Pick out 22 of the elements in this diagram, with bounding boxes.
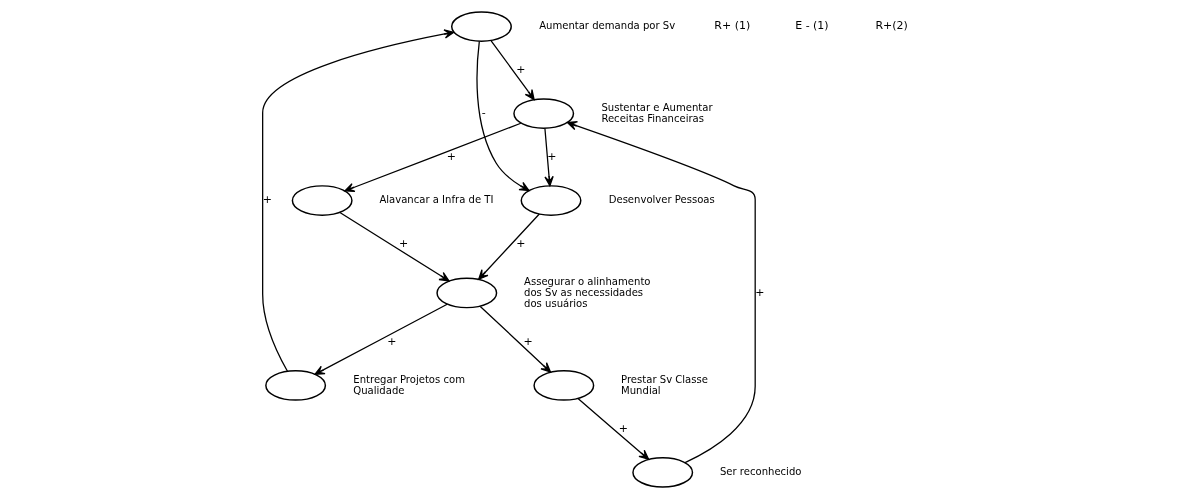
edge-label: + (516, 62, 526, 76)
node-label: Ser reconhecido (719, 465, 802, 477)
node-label: Assegurar o alinhamento dos Sv as necessidades dos usuários (524, 275, 651, 309)
label: R+ (1) (714, 19, 751, 33)
node-label: Entregar Projetos com Qualidade (353, 373, 465, 396)
edge-label: + (547, 149, 557, 163)
edge-label: + (755, 285, 765, 299)
edge-label: + (262, 193, 272, 207)
edge-label: + (399, 236, 409, 250)
edge-label: + (516, 236, 526, 250)
node-label: Desenvolver Pessoas (608, 194, 715, 206)
edge-label: + (446, 149, 456, 163)
node-label: Prestar Sv Classe Mundial (621, 373, 708, 396)
node-label: Alavancar a Infra de TI (379, 194, 494, 206)
edge-label: + (523, 334, 533, 348)
edge-label: - (481, 106, 486, 120)
edge-label: + (387, 334, 397, 348)
node-label: Aumentar demanda por Sv (539, 20, 676, 32)
node-label: Sustentar e Aumentar Receitas Financeiras (601, 101, 713, 124)
edge-label: + (618, 421, 628, 435)
label: R+(2) (875, 19, 908, 33)
label: E - (1) (795, 19, 829, 33)
